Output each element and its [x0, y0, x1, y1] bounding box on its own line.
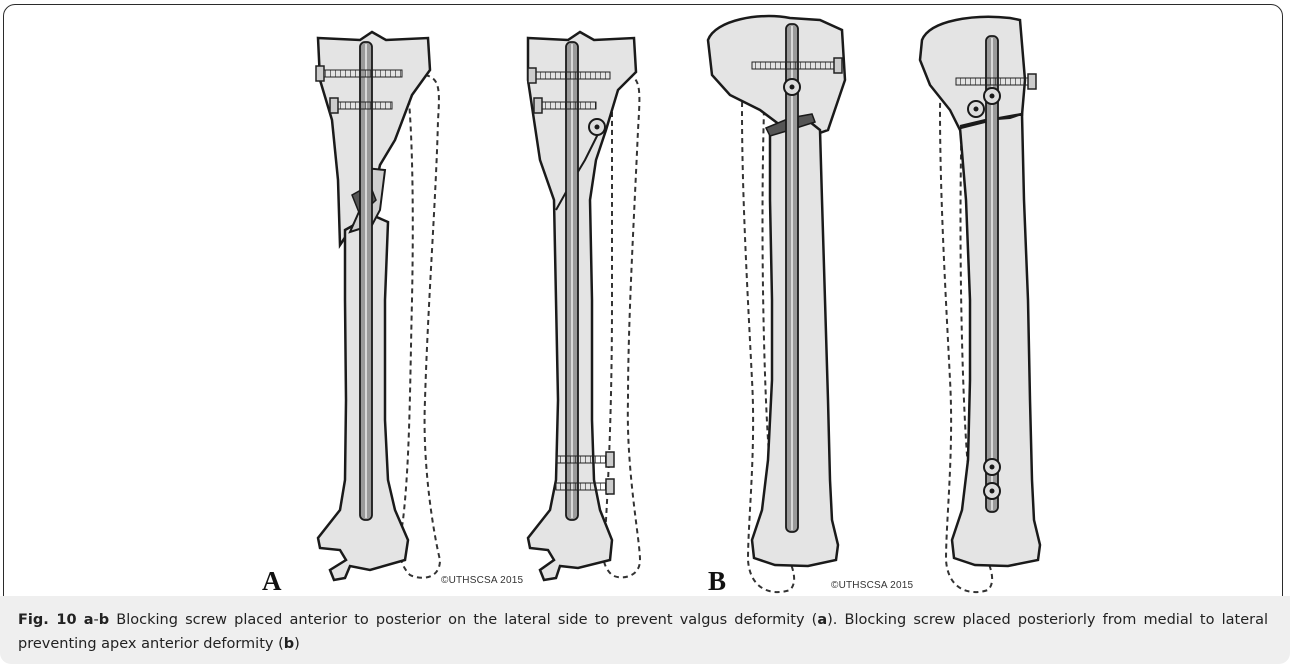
bone-b1	[708, 16, 845, 592]
blocking-screw-icon	[984, 88, 1000, 104]
blocking-screw-icon	[784, 79, 800, 95]
figure-illustration: A ©UTHSCSA 2015 B ©UTHSCSA 2015	[0, 0, 1290, 600]
blocking-screw-icon	[968, 101, 984, 117]
fibula-outline-a1	[400, 75, 440, 578]
caption-fig-label: Fig. 10	[18, 612, 77, 628]
copyright-b: ©UTHSCSA 2015	[831, 580, 913, 591]
distal-screw-icon	[984, 459, 1000, 475]
fibula-outline-a2	[603, 75, 640, 577]
bone-a2	[528, 32, 640, 580]
caption-ref-a: a	[817, 612, 827, 628]
panel-label-b: B	[708, 566, 726, 597]
caption-ref-b: b	[284, 636, 294, 652]
bone-a1	[316, 32, 440, 580]
tibia-illustration	[0, 0, 1290, 600]
figure-caption: Fig. 10 a-b Blocking screw placed anteri…	[18, 608, 1268, 656]
distal-screw-icon	[984, 483, 1000, 499]
caption-part-a: a	[84, 612, 94, 628]
caption-text-3: )	[294, 636, 300, 652]
panel-label-a: A	[262, 566, 282, 597]
bone-b2	[920, 17, 1040, 592]
blocking-screw-icon	[589, 119, 605, 135]
copyright-a: ©UTHSCSA 2015	[441, 575, 523, 586]
caption-text-1: Blocking screw placed anterior to poster…	[109, 612, 817, 628]
caption-part-b: b	[99, 612, 109, 628]
